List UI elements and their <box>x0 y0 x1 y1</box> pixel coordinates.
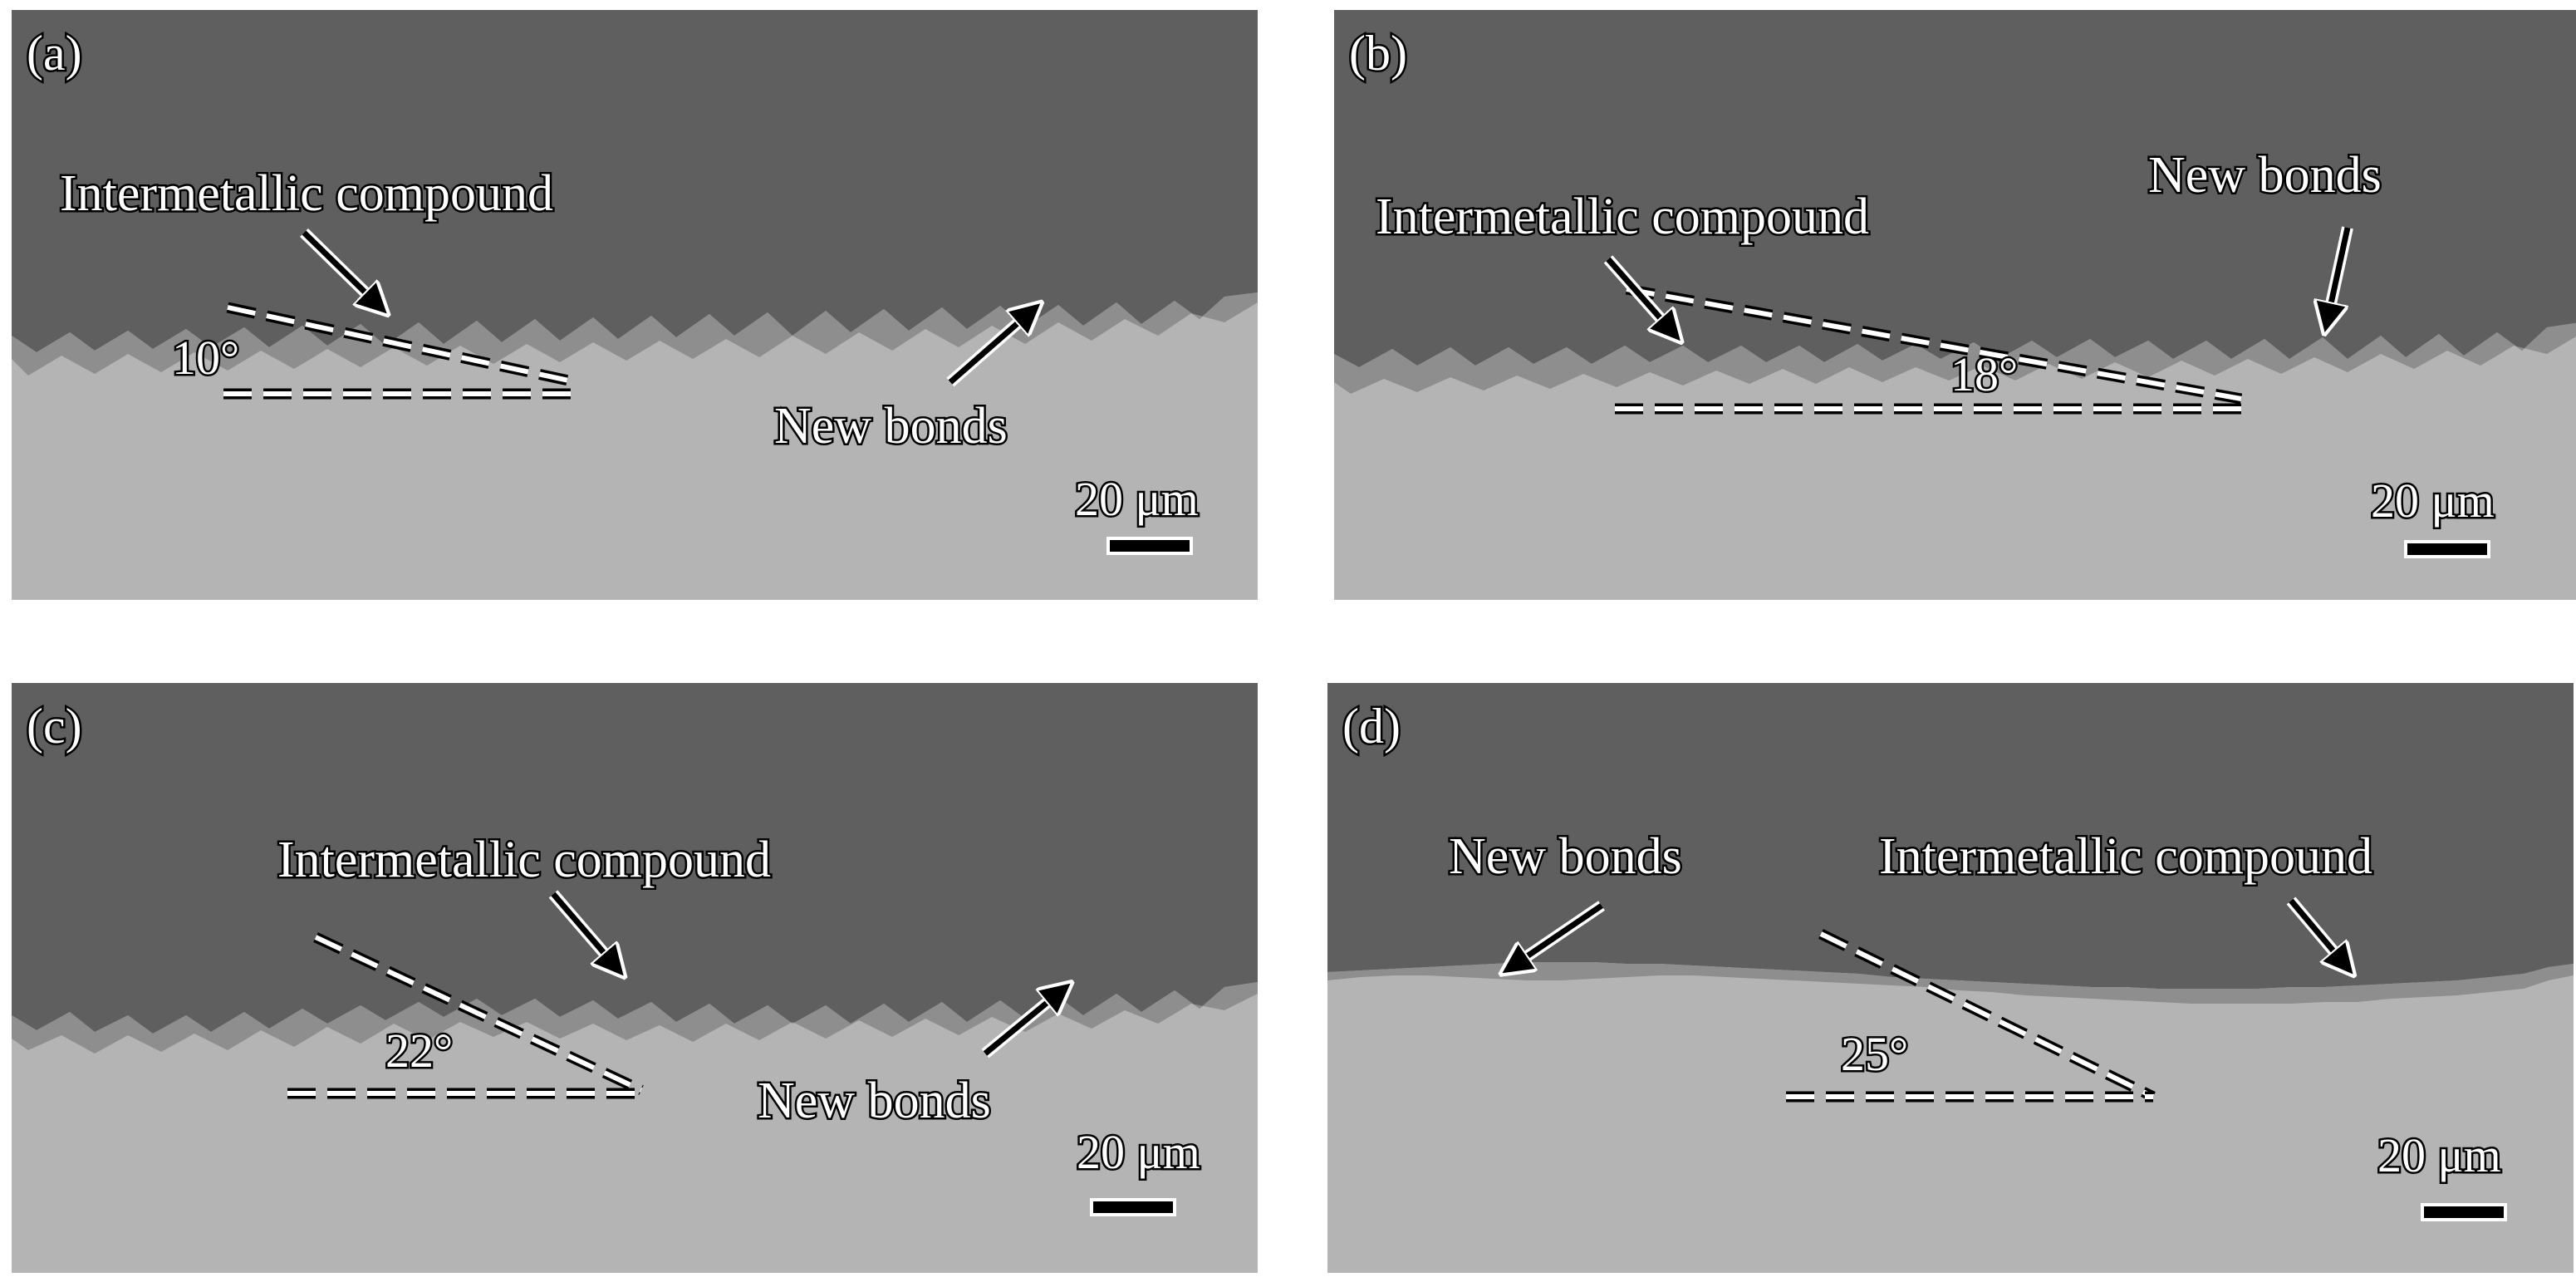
panel-c: (c) Intermetallic compound 22° New bonds… <box>12 683 1258 1273</box>
scale-bar-icon <box>2424 1206 2504 1218</box>
micrograph-b <box>1334 10 2576 600</box>
compound-label-c: Intermetallic compound <box>276 832 773 888</box>
angle-label-a: 10° <box>169 331 241 385</box>
micrograph-d <box>1327 683 2574 1273</box>
scale-label-a: 20 μm <box>1073 472 1201 526</box>
panel-label-d: (d) <box>1341 699 1403 754</box>
bonds-label-d: New bonds <box>1447 828 1685 885</box>
scale-label-c: 20 μm <box>1075 1125 1203 1179</box>
panel-label-c: (c) <box>25 699 85 754</box>
bonds-label-b: New bonds <box>2147 147 2384 204</box>
compound-label-a: Intermetallic compound <box>58 165 556 222</box>
angle-label-b: 18° <box>1948 347 2019 401</box>
panel-a: (a) Intermetallic compound 10° New bonds… <box>12 10 1258 600</box>
compound-label-b: Intermetallic compound <box>1374 189 1872 245</box>
scale-bar-icon <box>1110 540 1190 552</box>
panel-label-b: (b) <box>1347 26 1410 81</box>
scale-bar-icon <box>2407 543 2487 555</box>
angle-label-d: 25° <box>1838 1027 1910 1081</box>
panel-b: (b) Intermetallic compound 18° New bonds… <box>1334 10 2576 600</box>
angle-label-c: 22° <box>383 1024 454 1078</box>
scale-label-d: 20 μm <box>2376 1128 2504 1182</box>
panel-d: (d) Intermetallic compound 25° New bonds… <box>1327 683 2574 1273</box>
bonds-label-c: New bonds <box>756 1073 994 1129</box>
panel-label-a: (a) <box>25 26 85 81</box>
micrograph-c <box>12 683 1258 1273</box>
compound-label-d: Intermetallic compound <box>1877 828 2375 885</box>
scale-label-b: 20 μm <box>2369 474 2497 528</box>
scale-bar-icon <box>1093 1201 1173 1213</box>
bonds-label-a: New bonds <box>773 398 1010 454</box>
micrograph-a <box>12 10 1258 600</box>
